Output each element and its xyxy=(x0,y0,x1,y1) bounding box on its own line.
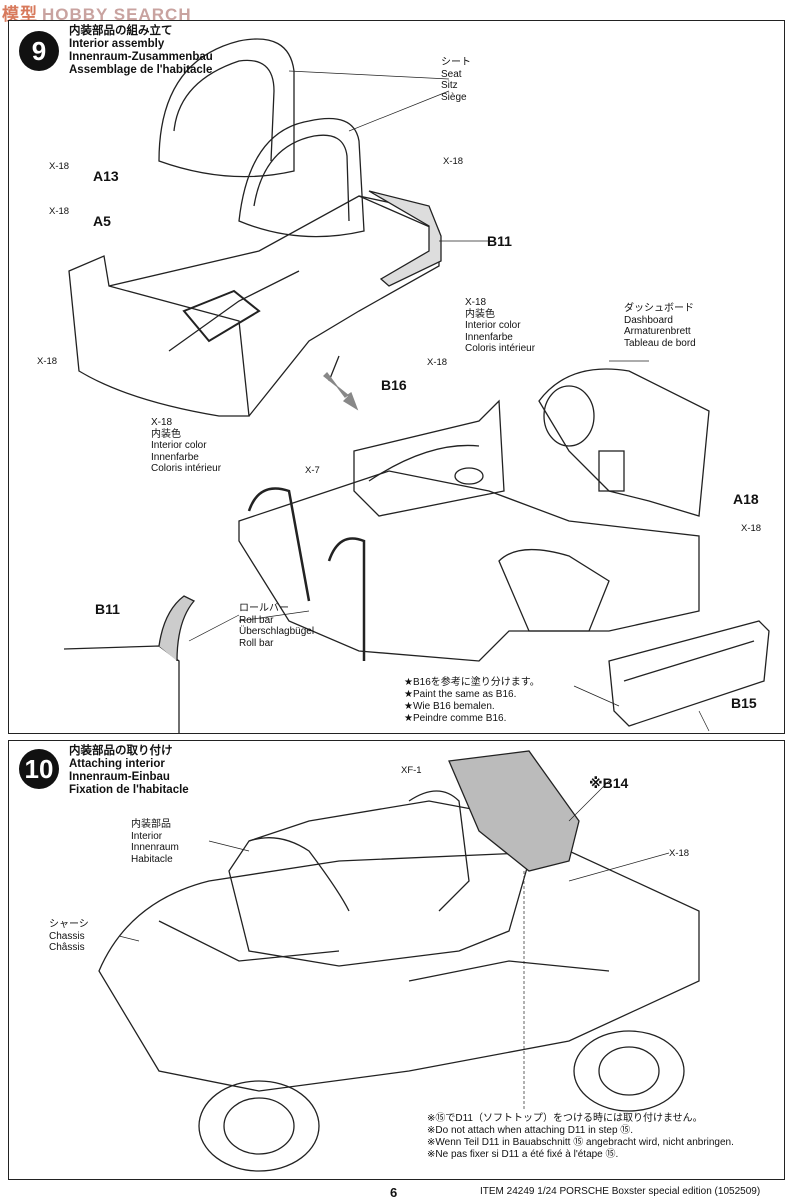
step-9-illustration xyxy=(63,38,770,733)
interior-body-main xyxy=(238,470,700,662)
step-10-badge: 10 xyxy=(19,749,59,789)
bolt-x18-b16: X-18 xyxy=(427,357,448,368)
step-10-illustration xyxy=(98,750,700,1172)
bolt-x18-left: X-18 xyxy=(37,356,58,367)
part-a18: A18 xyxy=(733,491,759,507)
bolt-x18: X-18 xyxy=(669,848,690,859)
seat-left-outline xyxy=(158,38,295,178)
part-b11: B11 xyxy=(487,233,512,249)
door-panel-b15 xyxy=(608,620,770,727)
page-number: 6 xyxy=(390,1185,398,1200)
seat-right-outline xyxy=(238,117,365,238)
step-10-note: ※⑮でD11（ソフトトップ）をつける時には取り付けません。※Do not att… xyxy=(427,1113,734,1160)
bolt-x7: X-7 xyxy=(305,465,320,476)
dashboard-outline xyxy=(538,368,710,517)
wheel-front xyxy=(198,1080,320,1172)
chassis-outline xyxy=(98,850,700,1092)
bolt-x18-a13: X-18 xyxy=(49,161,70,172)
part-b16: B16 xyxy=(381,377,407,393)
interior-tub-front xyxy=(68,255,250,417)
bolt-x18-b11: X-18 xyxy=(443,156,464,167)
part-b14-shape xyxy=(448,750,580,872)
step-9-badge: 9 xyxy=(19,31,59,71)
footer-item-info: ITEM 24249 1/24 PORSCHE Boxster special … xyxy=(480,1186,761,1197)
part-b14: ※B14 xyxy=(589,775,629,791)
part-a5: A5 xyxy=(93,213,111,229)
part-b11-detail: B11 xyxy=(95,601,120,617)
bolt-x18-a5: X-18 xyxy=(49,206,70,217)
part-a13: A13 xyxy=(93,168,119,184)
paint-note: ★B16を参考に塗り分けます。★Paint the same as B16. ★… xyxy=(404,677,540,724)
part-b15: B15 xyxy=(731,695,757,711)
door-panel-b16 xyxy=(353,399,505,517)
bolt-x18-a18: X-18 xyxy=(741,523,762,534)
bolt-xf1: XF-1 xyxy=(401,765,422,776)
wheel-rear xyxy=(573,1030,685,1112)
